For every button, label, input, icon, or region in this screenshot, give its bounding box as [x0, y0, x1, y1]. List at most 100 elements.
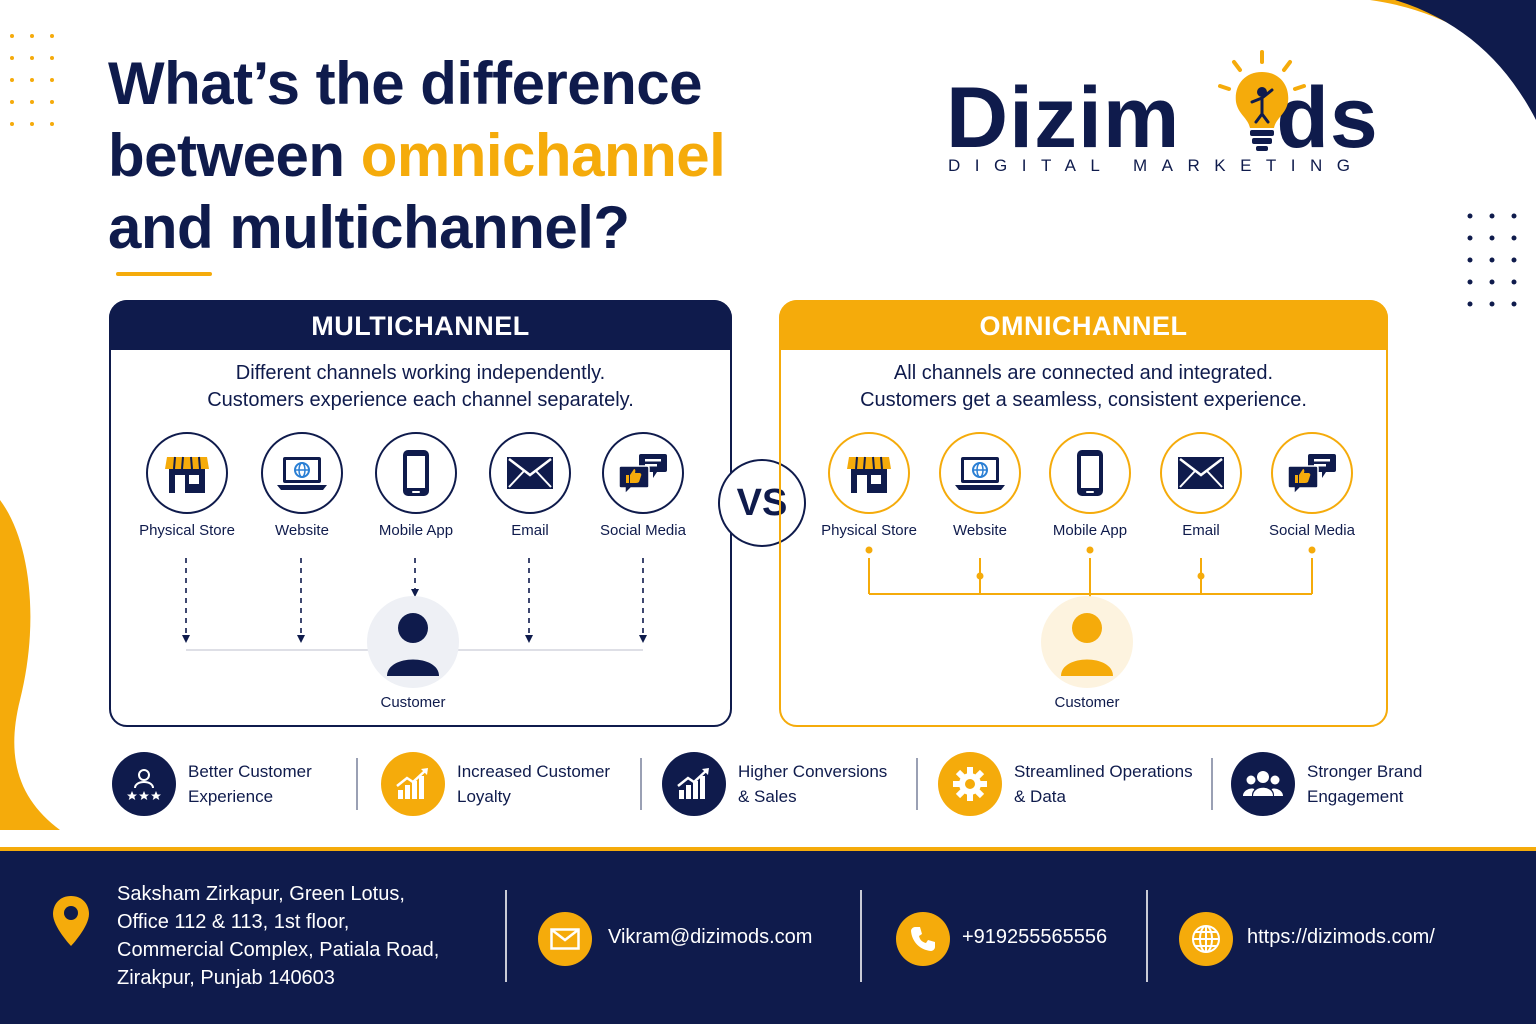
multichannel-desc-line-2: Customers experience each channel separa… — [207, 389, 634, 411]
omnichannel-desc-line-1: All channels are connected and integrate… — [893, 362, 1274, 384]
benefit-line-2: Loyalty — [457, 787, 511, 806]
globe-icon — [1179, 912, 1233, 966]
channel-mobile-app: Mobile App — [1030, 432, 1150, 539]
benefit-divider — [356, 758, 358, 810]
channel-label: Mobile App — [1052, 522, 1128, 539]
multichannel-heading: MULTICHANNEL — [109, 300, 732, 350]
footer-divider — [860, 890, 862, 982]
multichannel-description: Different channels working independently… — [111, 360, 730, 414]
page-title: What’s the difference between omnichanne… — [108, 48, 908, 264]
store-icon — [146, 432, 228, 514]
store-icon — [828, 432, 910, 514]
laptop-icon — [939, 432, 1021, 514]
multichannel-desc-line-1: Different channels working independently… — [235, 362, 606, 384]
channel-label: Social Media — [1269, 522, 1355, 539]
benefit-line-2: Experience — [188, 787, 274, 806]
user-rating-icon — [112, 752, 176, 816]
address-line: Saksham Zirkapur, Green Lotus, — [117, 883, 405, 905]
logo-tagline: DIGITAL MARKETING — [948, 156, 1365, 175]
logo-word-start: Dizim — [946, 70, 1181, 166]
gear-icon — [938, 752, 1002, 816]
omnichannel-heading: OMNICHANNEL — [779, 300, 1388, 350]
address-line: Office 112 & 113, 1st floor, — [117, 911, 350, 933]
benefit-line-1: Stronger Brand — [1307, 762, 1423, 781]
benefit-line-1: Increased Customer — [457, 762, 611, 781]
channel-mobile-app: Mobile App — [356, 432, 476, 539]
multichannel-panel: MULTICHANNEL Different channels working … — [109, 300, 732, 727]
omnichannel-description: All channels are connected and integrate… — [781, 360, 1386, 414]
channel-email: Email — [1141, 432, 1261, 539]
chat-bubbles-icon — [602, 432, 684, 514]
omnichannel-connectors — [865, 546, 1316, 688]
title-highlight: omnichannel — [360, 122, 726, 189]
group-icon — [1231, 752, 1295, 816]
growth-chart-icon — [662, 752, 726, 816]
title-line-2-prefix: between — [108, 122, 361, 189]
channel-label: Email — [1182, 522, 1220, 539]
footer-website-link[interactable]: https://dizimods.com/ — [1247, 926, 1435, 948]
footer-divider — [505, 890, 507, 982]
benefit-line-2: & Data — [1014, 787, 1066, 806]
footer-divider — [1146, 890, 1148, 982]
smartphone-icon — [1049, 432, 1131, 514]
title-line-3: and multichannel? — [108, 194, 630, 261]
location-pin-icon — [53, 896, 89, 946]
benefit-divider — [640, 758, 642, 810]
omnichannel-customer: Customer — [1027, 694, 1147, 711]
benefit-line-1: Higher Conversions — [738, 762, 888, 781]
channel-label: Physical Store — [821, 522, 917, 539]
title-line-1: What’s the difference — [108, 50, 703, 117]
vs-badge: VS — [718, 459, 806, 547]
channel-label: Social Media — [600, 522, 686, 539]
channel-physical-store: Physical Store — [809, 432, 929, 539]
channel-social-media: Social Media — [583, 432, 703, 539]
footer-email-link[interactable]: Vikram@dizimods.com — [608, 926, 813, 948]
envelope-icon — [538, 912, 592, 966]
channel-label: Physical Store — [139, 522, 235, 539]
customer-label: Customer — [380, 694, 446, 711]
footer-address: Saksham Zirkapur, Green Lotus, Office 11… — [117, 880, 439, 992]
envelope-icon — [489, 432, 571, 514]
benefit-divider — [1211, 758, 1213, 810]
envelope-icon — [1160, 432, 1242, 514]
multichannel-connectors — [182, 558, 647, 688]
footer — [0, 847, 1536, 1024]
channel-label: Website — [275, 522, 329, 539]
title-underline — [116, 272, 212, 276]
benefit-line-2: Engagement — [1307, 787, 1404, 806]
channel-email: Email — [470, 432, 590, 539]
omnichannel-panel: OMNICHANNEL All channels are connected a… — [779, 300, 1388, 727]
footer-accent-line — [0, 847, 1536, 851]
benefit-streamlined-operations: Streamlined Operations & Data — [938, 752, 1193, 816]
channel-physical-store: Physical Store — [127, 432, 247, 539]
channel-label: Mobile App — [378, 522, 454, 539]
address-line: Zirakpur, Punjab 140603 — [117, 967, 335, 989]
multichannel-customer: Customer — [353, 694, 473, 711]
channel-label: Website — [953, 522, 1007, 539]
benefit-divider — [916, 758, 918, 810]
channel-website: Website — [242, 432, 362, 539]
growth-chart-icon — [381, 752, 445, 816]
benefit-line-1: Better Customer — [188, 762, 312, 781]
logo-word-end: ds — [1276, 70, 1379, 166]
address-line: Commercial Complex, Patiala Road, — [117, 939, 440, 961]
channel-social-media: Social Media — [1252, 432, 1372, 539]
phone-icon — [896, 912, 950, 966]
omnichannel-desc-line-2: Customers get a seamless, consistent exp… — [860, 389, 1307, 411]
benefit-line-1: Streamlined Operations — [1014, 762, 1193, 781]
benefit-higher-conversions: Higher Conversions & Sales — [662, 752, 887, 816]
chat-bubbles-icon — [1271, 432, 1353, 514]
footer-phone-link[interactable]: +919255565556 — [962, 926, 1108, 948]
title-line-2: between omnichannel — [108, 120, 908, 192]
benefit-line-2: & Sales — [738, 787, 797, 806]
channel-label: Email — [511, 522, 549, 539]
customer-label: Customer — [1054, 694, 1120, 711]
channel-website: Website — [920, 432, 1040, 539]
lightbulb-icon — [1218, 50, 1306, 151]
laptop-icon — [261, 432, 343, 514]
smartphone-icon — [375, 432, 457, 514]
